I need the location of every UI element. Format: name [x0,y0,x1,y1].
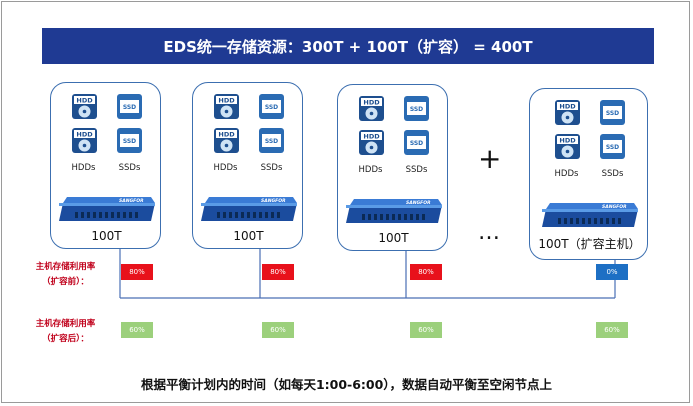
title-text: EDS统一存储资源：300T + 100T（扩容） = 400T [163,37,533,56]
ssd-text: SSD [409,140,422,147]
before-badge-node-3: 80% [410,264,442,280]
server-chassis-icon: SANGFOR [200,195,297,223]
hdds-label: HDDs [213,163,238,173]
brand-text: SANGFOR [119,198,144,204]
ssd-icon: SSD [116,127,143,154]
hdd-icon: HDD [358,95,385,122]
hdd-icon: HDD [358,129,385,156]
utilization-after-label: 主机存储利用率 （扩容后）： [23,317,108,347]
utilization-before-label: 主机存储利用率 （扩容前）： [23,260,108,290]
server-chassis-icon: SANGFOR [345,197,442,225]
hdd-icon: HDD [213,93,240,120]
before-badge-node-2: 80% [262,264,294,280]
hdd-icon: HDD [554,133,581,160]
row-label-line1: 主机存储利用率 [35,262,96,272]
brand-text: SANGFOR [602,204,627,210]
footer-note: 根据平衡计划内的时间（如每天1:00-6:00），数据自动平衡至空闲节点上 [140,377,553,392]
hdd-icon: HDD [213,127,240,154]
hdd-icon: HDD [71,93,98,120]
ssd-text: SSD [409,106,422,113]
ssds-label: SSDs [260,163,283,173]
ssd-text: SSD [264,104,277,111]
hdd-text: HDD [218,97,235,105]
hdds-label: HDDs [358,165,383,175]
title-banner: EDS统一存储资源：300T + 100T（扩容） = 400T [42,28,654,64]
capacity-label: 100T [91,229,122,243]
hdd-icon: HDD [554,99,581,126]
ssd-text: SSD [122,104,135,111]
hdd-text: HDD [559,137,576,145]
ssd-text: SSD [605,110,618,117]
ssd-icon: SSD [116,93,143,120]
after-badge-node-3: 60% [410,322,442,338]
hdd-text: HDD [559,103,576,111]
ssd-icon: SSD [403,129,430,156]
after-badge-node-4: 60% [596,322,628,338]
ssd-icon: SSD [599,99,626,126]
after-badge-node-2: 60% [262,322,294,338]
server-chassis-icon: SANGFOR [541,201,638,229]
before-badge-node-4: 0% [596,264,628,280]
hdd-text: HDD [76,97,93,105]
hdds-label: HDDs [71,163,96,173]
hdd-text: HDD [363,99,380,107]
hdd-text: HDD [76,131,93,139]
ellipsis: … [478,220,502,245]
ssd-icon: SSD [599,133,626,160]
hdds-label: HDDs [554,169,579,179]
after-badge-node-1: 60% [121,322,153,338]
capacity-label: 100T [378,231,409,245]
brand-text: SANGFOR [406,200,431,206]
before-badge-node-1: 80% [121,264,153,280]
brand-text: SANGFOR [261,198,286,204]
capacity-label: 100T（扩容主机） [538,237,641,251]
ssd-text: SSD [122,138,135,145]
row-label-line2: （扩容后）： [42,334,89,344]
ssd-text: SSD [264,138,277,145]
ssds-label: SSDs [118,163,141,173]
row-label-line1: 主机存储利用率 [35,319,96,329]
row-label-line2: （扩容前）： [42,277,89,287]
server-chassis-icon: SANGFOR [58,195,155,223]
ssd-text: SSD [605,144,618,151]
plus-sign: + [478,142,502,175]
hdd-icon: HDD [71,127,98,154]
hdd-text: HDD [363,133,380,141]
hdd-text: HDD [218,131,235,139]
ssd-icon: SSD [258,127,285,154]
ssds-label: SSDs [405,165,428,175]
capacity-label: 100T [233,229,264,243]
ssd-icon: SSD [403,95,430,122]
ssds-label: SSDs [601,169,624,179]
ssd-icon: SSD [258,93,285,120]
